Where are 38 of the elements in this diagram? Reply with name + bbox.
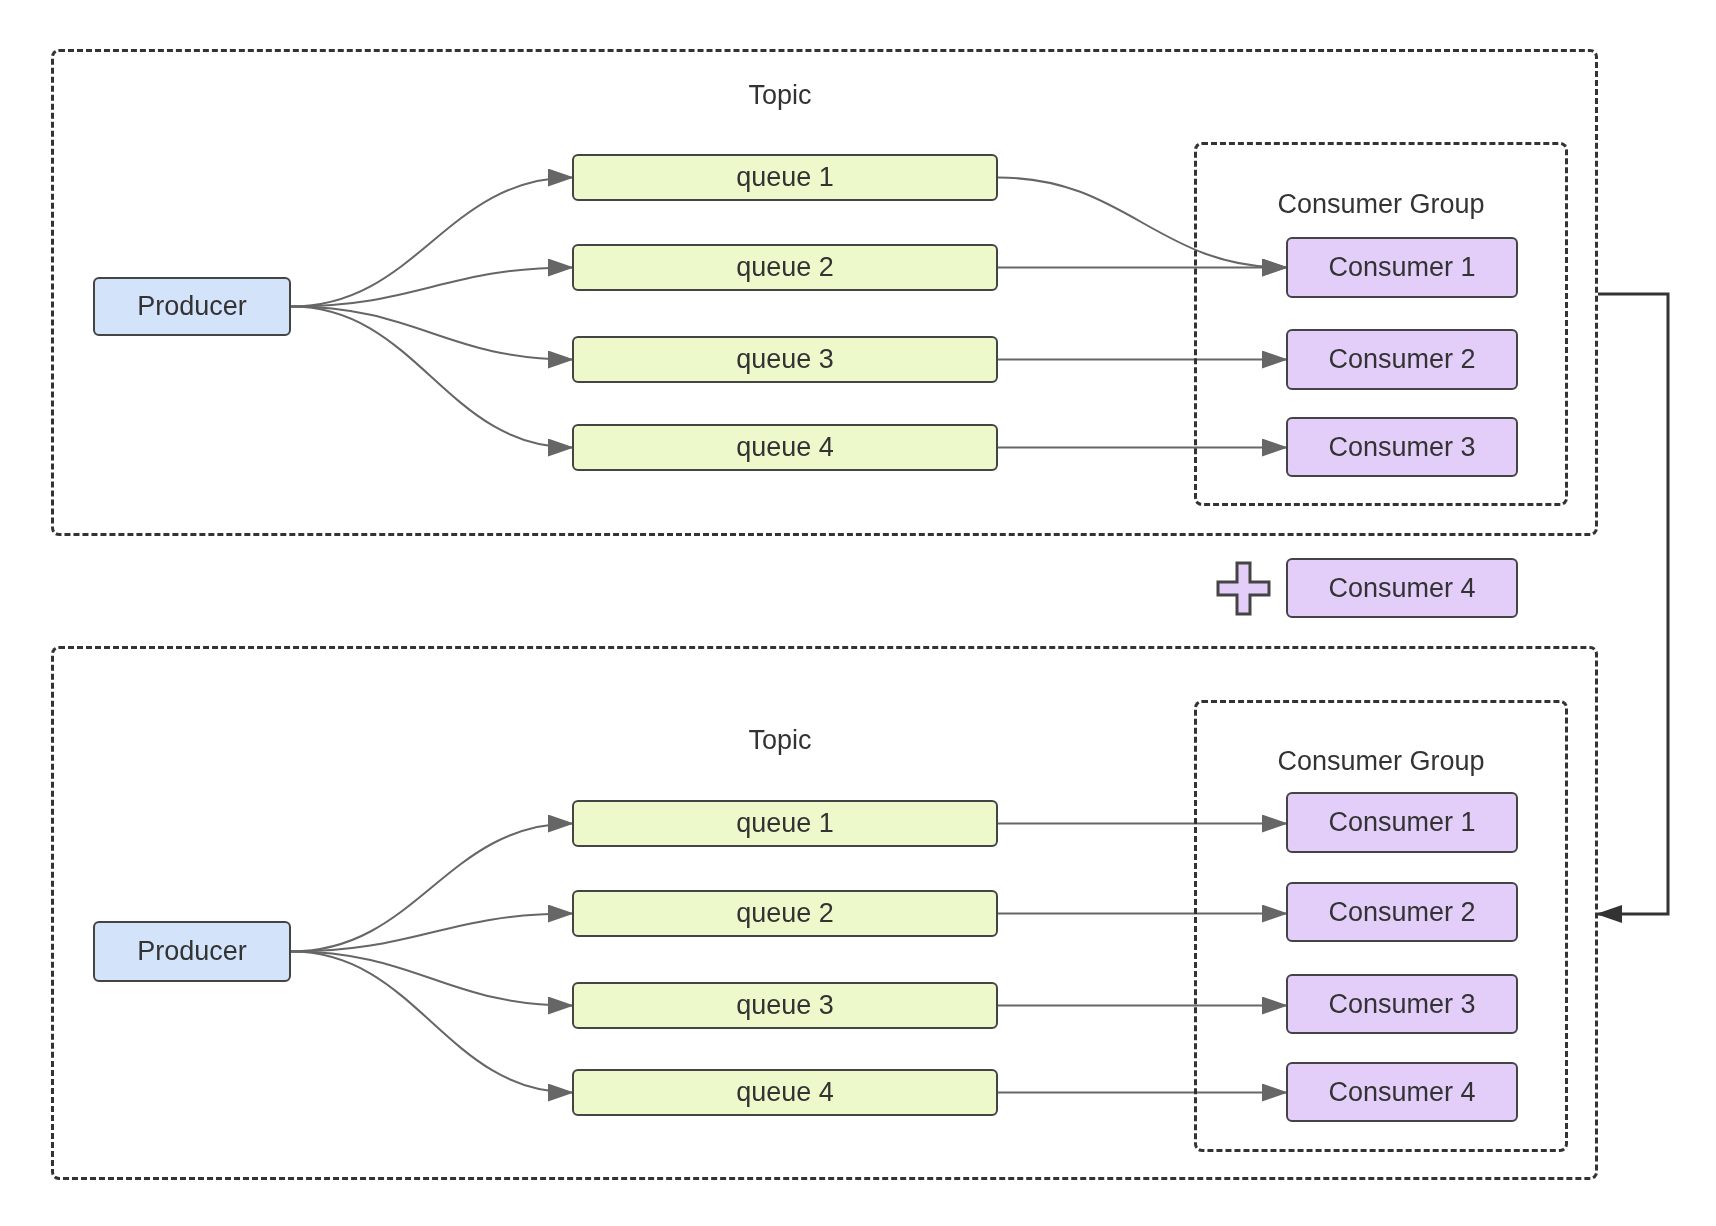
topic-container xyxy=(51,646,1598,1180)
producer-box: Producer xyxy=(93,921,291,982)
consumer-box: Consumer 3 xyxy=(1286,974,1518,1034)
producer-box: Producer xyxy=(93,277,291,336)
consumer-group-container xyxy=(1194,700,1568,1152)
arrow xyxy=(1596,292,1670,923)
consumer-box: Consumer 1 xyxy=(1286,237,1518,298)
queue-box: queue 4 xyxy=(572,1069,998,1116)
queue-box: queue 3 xyxy=(572,982,998,1029)
queue-box: queue 4 xyxy=(572,424,998,471)
consumer-box: Consumer 3 xyxy=(1286,417,1518,477)
arrow xyxy=(290,905,574,953)
arrow xyxy=(290,259,574,308)
topic-container xyxy=(51,49,1598,536)
queue-box: queue 2 xyxy=(572,244,998,291)
consumer-box: Consumer 1 xyxy=(1286,792,1518,853)
queue-box: queue 1 xyxy=(572,800,998,847)
arrow xyxy=(997,996,1288,1015)
arrow xyxy=(997,350,1288,369)
consumer-box: Consumer 2 xyxy=(1286,882,1518,942)
arrow xyxy=(997,258,1288,277)
consumer-box: Consumer 4 xyxy=(1286,558,1518,618)
arrow xyxy=(997,1083,1288,1102)
consumer-group-container xyxy=(1194,142,1568,506)
consumer-box: Consumer 4 xyxy=(1286,1062,1518,1122)
arrow xyxy=(997,438,1288,457)
arrow xyxy=(290,305,574,455)
group-label: Consumer Group xyxy=(1277,189,1485,220)
group-label: Consumer Group xyxy=(1277,746,1485,777)
arrow xyxy=(290,950,574,1100)
queue-box: queue 1 xyxy=(572,154,998,201)
topic-label: Topic xyxy=(748,725,812,756)
queue-box: queue 2 xyxy=(572,890,998,937)
queue-box: queue 3 xyxy=(572,336,998,383)
arrow xyxy=(997,814,1288,833)
consumer-box: Consumer 2 xyxy=(1286,329,1518,390)
topic-label: Topic xyxy=(748,80,812,111)
arrow xyxy=(997,904,1288,923)
